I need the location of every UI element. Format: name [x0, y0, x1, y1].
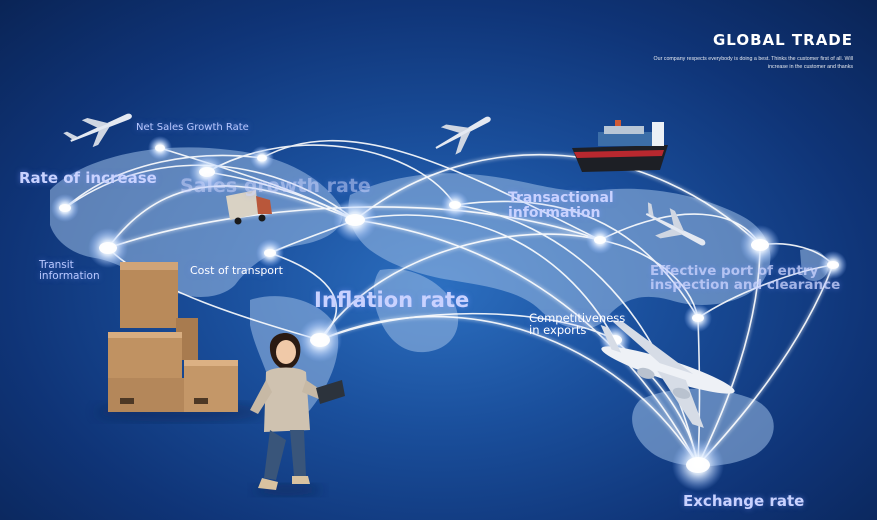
label-cost-of-transport: Cost of transport — [190, 264, 283, 277]
large-airplane-icon — [600, 319, 735, 428]
airplane-icon — [63, 113, 132, 148]
airplane-icon — [645, 202, 706, 246]
label-sales-growth-rate: Sales growth rate — [180, 175, 371, 197]
cargo-ship-icon — [572, 120, 668, 172]
label-effective-port-of-entry: Effective port of entry inspection and c… — [650, 263, 841, 294]
label-inflation-rate: Inflation rate — [314, 288, 470, 312]
label-net-sales-growth-rate: Net Sales Growth Rate — [136, 122, 249, 133]
brand-subtitle: Our company respects everybody is doing … — [653, 56, 854, 70]
airplane-icon — [435, 116, 491, 155]
label-exchange-rate: Exchange rate — [683, 492, 805, 510]
businesswoman-figure — [250, 332, 345, 496]
cardboard-boxes-illustration — [95, 262, 265, 422]
delivery-truck-icon — [226, 190, 272, 225]
label-rate-of-increase: Rate of increase — [19, 169, 157, 187]
network-nodes — [51, 136, 847, 491]
brand-title: GLOBAL TRADE — [713, 31, 853, 49]
label-transit-information: Transit information — [39, 259, 100, 283]
label-competitiveness-in-exports: Competitiveness in exports — [529, 311, 626, 338]
brand-block: GLOBAL TRADE Our company respects everyb… — [653, 31, 854, 71]
label-transactional-information: Transactional information — [508, 190, 614, 221]
